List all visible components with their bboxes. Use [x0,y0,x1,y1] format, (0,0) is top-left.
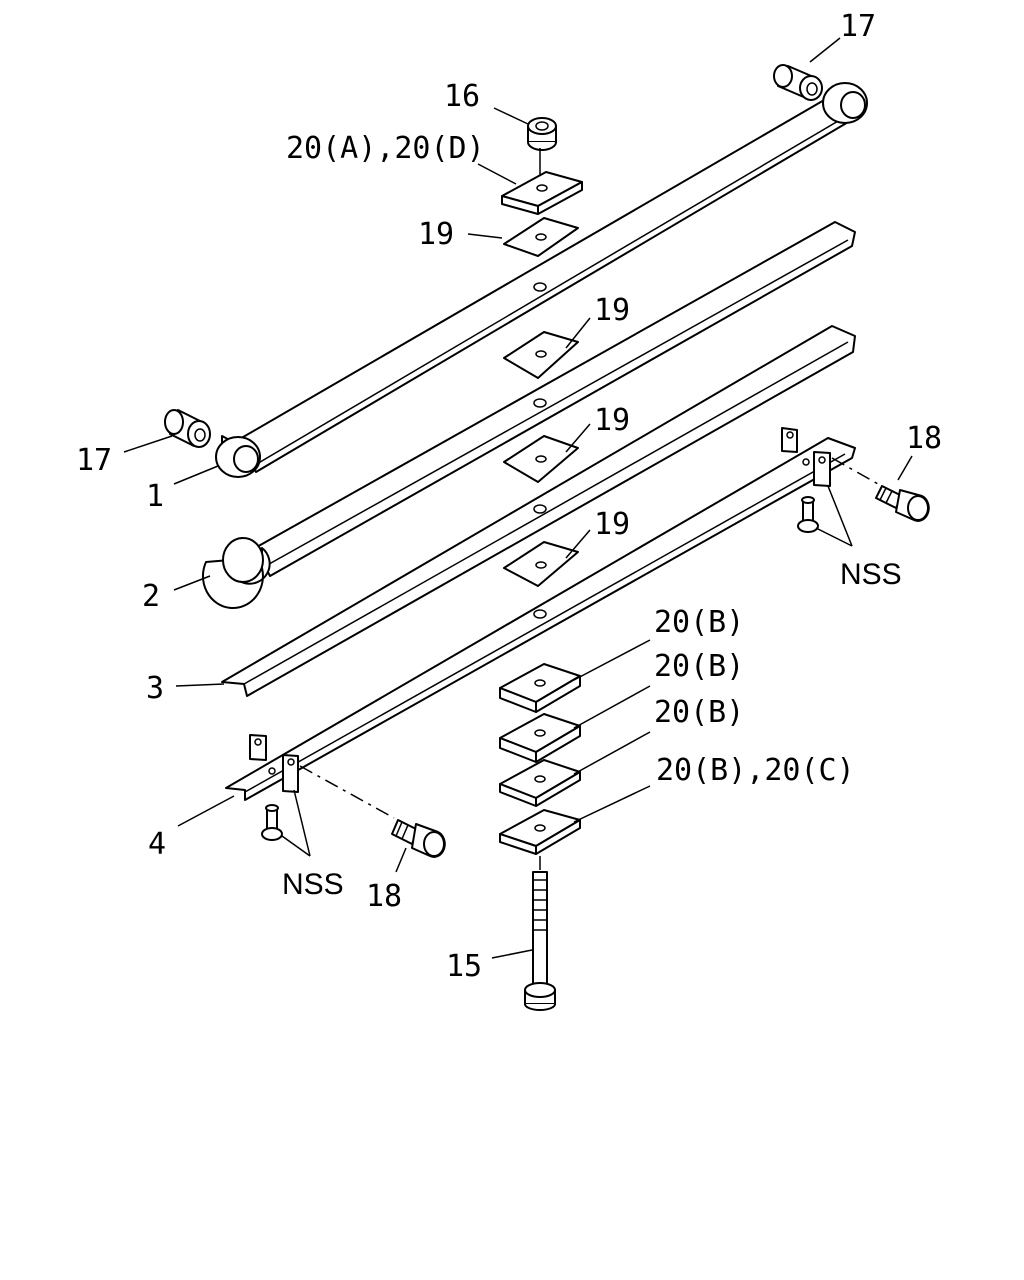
pad-19-b [503,331,579,379]
label-16: 16 [444,79,480,114]
pad-19-d [503,541,579,587]
label-20-b-c: 20(B),20(C) [656,753,855,788]
bolt-18-bottom [391,819,446,858]
label-20-b-2: 20(B) [654,649,744,684]
plate-20-b-c [499,809,581,855]
label-19-b: 19 [594,293,630,328]
screw-nss-right [797,496,819,533]
label-17-top: 17 [840,9,876,44]
label-19-d: 19 [594,507,630,542]
label-19-a: 19 [418,217,454,252]
label-15: 15 [446,949,482,984]
plate-20-b-1 [499,663,581,713]
center-bolt-15 [524,856,556,1011]
leaf-1-eye-rear [822,82,868,124]
screw-nss-left [261,804,283,841]
plate-20-b-2 [499,713,581,763]
bolt-18-right [875,485,930,522]
pad-19-a [503,217,579,257]
label-nss-right: NSS [840,558,902,591]
label-19-c: 19 [594,403,630,438]
label-2: 2 [142,579,160,614]
label-20-a-d: 20(A),20(D) [286,131,485,166]
label-3: 3 [146,671,164,706]
label-18-bottom: 18 [366,879,402,914]
pad-19-c [503,435,579,483]
label-17-left: 17 [76,443,112,478]
leaf-4 [225,437,856,801]
bushing-17-left [164,409,211,448]
label-20-b-3: 20(B) [654,695,744,730]
plate-20-a-d [501,171,583,215]
label-1: 1 [146,479,164,514]
leader-lines [123,37,913,959]
nut-16 [527,117,557,151]
leaf-2-eye [201,537,271,610]
bolt-18-right-axis [831,457,879,485]
label-4: 4 [148,827,166,862]
leaf-3 [221,325,856,697]
plate-20-b-3 [499,759,581,807]
leaf-4-clip-left [249,734,299,793]
label-18-right: 18 [906,421,942,456]
bushing-17-top [773,64,823,101]
label-20-b-1: 20(B) [654,605,744,640]
label-nss-left: NSS [282,868,344,901]
bolt-18-bottom-axis [299,765,395,819]
leaf-4-clip-right [781,427,831,487]
leaf-1-eye-front [215,435,261,478]
